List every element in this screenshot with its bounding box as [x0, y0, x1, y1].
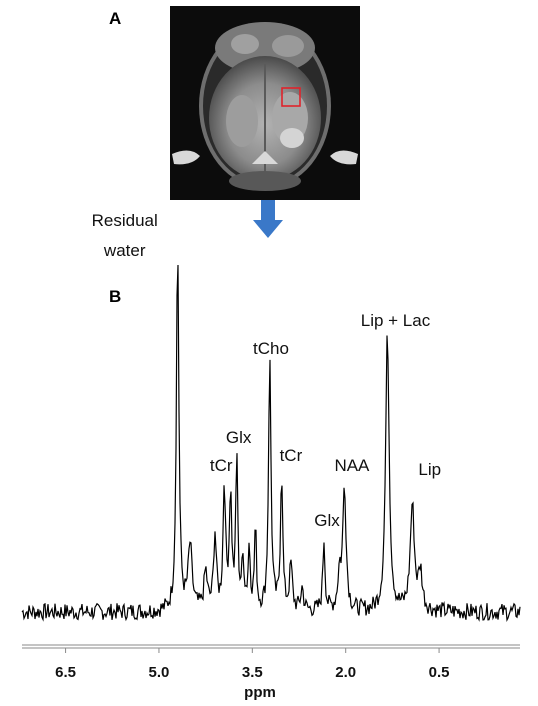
peak-annotation: water	[103, 241, 146, 260]
panel-a-label: A	[109, 9, 122, 28]
peak-annotation: tCr	[210, 456, 233, 475]
peak-annotation: Lip	[418, 460, 441, 479]
x-axis-title: ppm	[244, 684, 276, 701]
x-tick-label: 3.5	[242, 664, 263, 681]
mri-brain-image	[170, 6, 360, 200]
roi-box	[281, 87, 301, 107]
mri-left-ear	[172, 150, 200, 165]
down-arrow-icon	[253, 200, 283, 238]
peak-annotation: Glx	[226, 428, 252, 447]
x-tick-label: 6.5	[55, 664, 76, 681]
mri-right-ear	[330, 150, 358, 165]
x-tick-label: 5.0	[149, 664, 170, 681]
peak-annotation: Glx	[314, 511, 340, 530]
spectrum-trace	[21, 264, 521, 622]
mri-ventricle	[252, 151, 278, 164]
x-axis-ticks: 6.5 5.0 3.5 2.0 0.5	[55, 648, 450, 681]
x-tick-label: 2.0	[335, 664, 356, 681]
peak-annotation: Lip + Lac	[361, 311, 431, 330]
x-tick-label: 0.5	[429, 664, 450, 681]
peak-annotation: Residual	[92, 211, 158, 230]
peak-annotation: NAA	[334, 456, 370, 475]
peak-annotation: tCr	[280, 446, 303, 465]
panel-b-label: B	[109, 287, 122, 306]
peak-annotation: tCho	[253, 339, 289, 358]
